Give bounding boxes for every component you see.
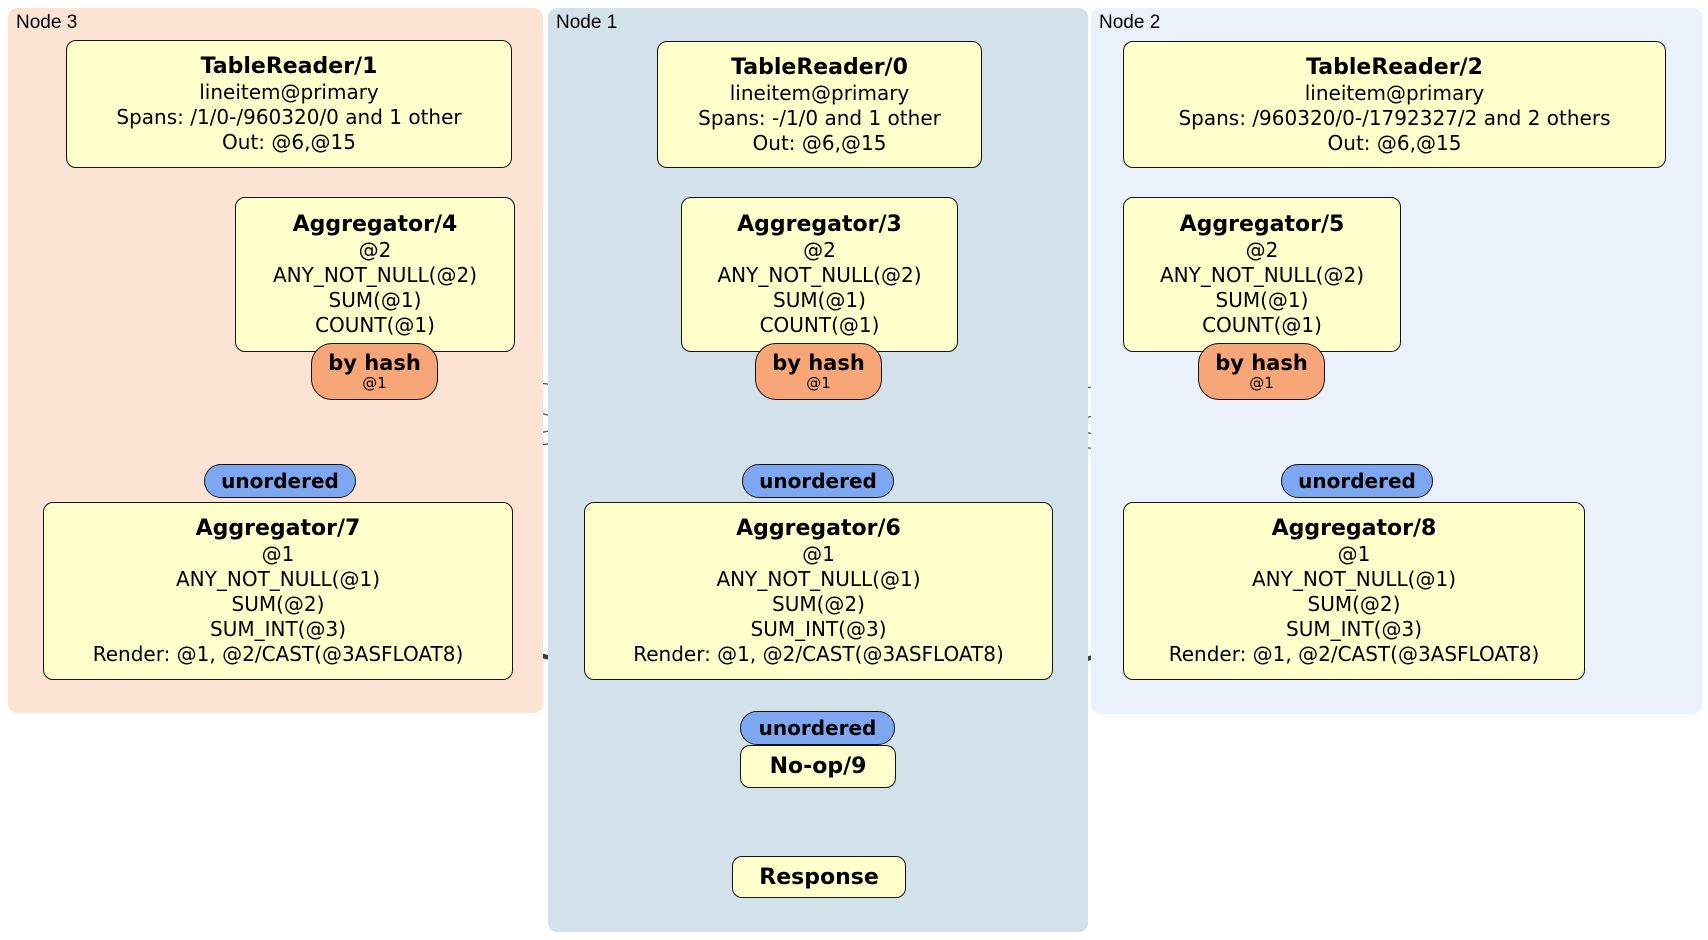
plan-node-title: Aggregator/3	[737, 212, 902, 237]
plan-node-detail: Out: @6,@15	[222, 130, 356, 154]
plan-node-no-op-9: No-op/9	[740, 745, 896, 788]
plan-node-detail: @1	[261, 542, 295, 566]
sync-label: unordered	[759, 469, 877, 493]
router-column: @1	[362, 374, 387, 392]
plan-node-response: Response	[732, 856, 906, 898]
plan-node-title: Aggregator/4	[292, 212, 458, 237]
plan-node-title: No-op/9	[769, 754, 867, 779]
router-label: by hash	[328, 351, 421, 375]
plan-node-detail: SUM(@2)	[231, 592, 325, 616]
region-label-node2: Node 2	[1099, 12, 1161, 33]
plan-node-detail: ANY_NOT_NULL(@1)	[176, 567, 380, 591]
plan-node-detail: Spans: /1/0-/960320/0 and 1 other	[116, 105, 462, 129]
plan-node-detail: Out: @6,@15	[1327, 130, 1462, 155]
sync-label: unordered	[221, 469, 339, 493]
plan-node-detail: @1	[1337, 542, 1371, 566]
plan-node-detail: @2	[803, 238, 836, 262]
sync-unordered-node3: unordered	[204, 464, 356, 498]
plan-node-title: Aggregator/5	[1179, 212, 1345, 237]
region-label-node1: Node 1	[556, 12, 618, 33]
plan-node-detail: lineitem@primary	[729, 80, 910, 105]
plan-node-detail: Spans: -/1/0 and 1 other	[698, 105, 941, 130]
plan-node-detail: ANY_NOT_NULL(@2)	[717, 263, 922, 287]
router-column: @1	[806, 374, 831, 392]
plan-node-title: Aggregator/8	[1271, 516, 1437, 541]
router-hash-node3: by hash@1	[311, 343, 438, 400]
router-hash-node2: by hash@1	[1198, 343, 1325, 400]
plan-node-detail: Spans: /960320/0-/1792327/2 and 2 others	[1178, 105, 1611, 130]
router-label: by hash	[1215, 351, 1308, 375]
plan-node-detail: Out: @6,@15	[752, 130, 887, 155]
sync-unordered-node1: unordered	[742, 464, 894, 498]
plan-node-detail: ANY_NOT_NULL(@1)	[1252, 567, 1456, 591]
plan-node-detail: Render: @1, @2/CAST(@3ASFLOAT8)	[92, 642, 464, 666]
plan-node-detail: Render: @1, @2/CAST(@3ASFLOAT8)	[1168, 642, 1540, 666]
plan-node-detail: SUM_INT(@3)	[210, 617, 346, 641]
router-column: @1	[1249, 374, 1274, 392]
plan-node-detail: COUNT(@1)	[1202, 313, 1322, 337]
plan-node-detail: Render: @1, @2/CAST(@3ASFLOAT8)	[633, 642, 1004, 666]
plan-node-detail: @2	[1245, 238, 1279, 262]
plan-node-detail: lineitem@primary	[1304, 80, 1485, 105]
plan-node-detail: SUM_INT(@3)	[1286, 617, 1422, 641]
plan-node-detail: @2	[358, 238, 392, 262]
plan-node-title: Aggregator/7	[195, 516, 361, 541]
sync-unordered-node2: unordered	[1281, 464, 1433, 498]
plan-node-detail: SUM(@2)	[772, 592, 865, 616]
plan-node-detail: COUNT(@1)	[759, 313, 880, 337]
plan-node-detail: ANY_NOT_NULL(@1)	[716, 567, 921, 591]
plan-node-detail: SUM(@2)	[1307, 592, 1401, 616]
sync-label: unordered	[758, 716, 877, 740]
region-label-node3: Node 3	[16, 12, 78, 33]
plan-node-title: TableReader/2	[1306, 54, 1483, 80]
router-label: by hash	[772, 351, 865, 375]
plan-node-title: Response	[759, 864, 879, 890]
plan-node-detail: @1	[802, 542, 835, 566]
plan-node-detail: SUM_INT(@3)	[750, 617, 887, 641]
sync-unordered-final: unordered	[740, 711, 895, 745]
plan-node-title: TableReader/0	[731, 54, 908, 80]
plan-node-detail: SUM(@1)	[773, 288, 866, 312]
sync-label: unordered	[1298, 469, 1416, 493]
plan-node-detail: ANY_NOT_NULL(@2)	[273, 263, 477, 287]
plan-node-title: TableReader/1	[200, 54, 378, 79]
plan-node-detail: ANY_NOT_NULL(@2)	[1160, 263, 1364, 287]
plan-node-detail: SUM(@1)	[1215, 288, 1309, 312]
plan-node-detail: SUM(@1)	[328, 288, 422, 312]
plan-node-detail: lineitem@primary	[199, 80, 379, 104]
plan-node-detail: COUNT(@1)	[315, 313, 435, 337]
router-hash-node1: by hash@1	[755, 343, 882, 400]
plan-node-title: Aggregator/6	[736, 516, 901, 541]
